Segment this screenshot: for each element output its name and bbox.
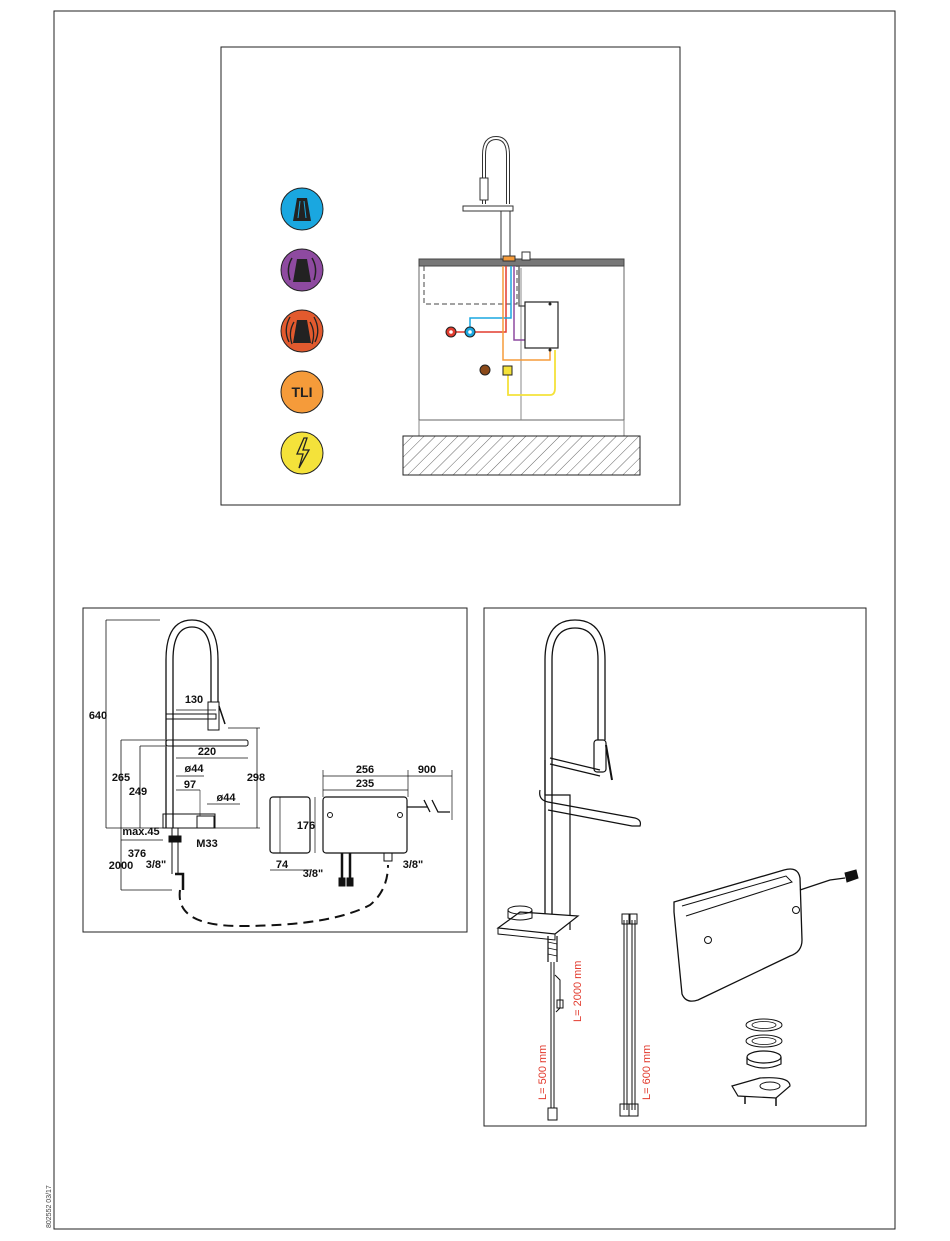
floor-hatched — [403, 436, 640, 475]
dimension-panel — [83, 608, 467, 932]
dim-249: 249 — [129, 786, 147, 798]
dim-376: 376 — [128, 848, 146, 860]
legend: TLI — [281, 188, 323, 474]
dim-diameter-44-top: ø44 — [185, 763, 205, 775]
dim-640: 640 — [89, 710, 107, 722]
installation-scene — [403, 138, 640, 475]
dim-256: 256 — [356, 764, 374, 776]
dim-74: 74 — [276, 859, 289, 871]
power-socket — [503, 366, 512, 375]
document-code: 802552 03/17 — [46, 1185, 53, 1228]
tli-icon: TLI — [281, 371, 323, 413]
dim-3-8-inch-heater-right: 3/8" — [403, 859, 424, 871]
dim-97: 97 — [184, 779, 196, 791]
dim-265: 265 — [112, 772, 130, 784]
faucet-small — [463, 138, 530, 261]
hose-length-600: L= 600 mm — [641, 1045, 653, 1100]
dim-235: 235 — [356, 778, 374, 790]
dim-298: 298 — [247, 772, 265, 784]
dimension-drawing — [106, 620, 452, 926]
dim-m33: M33 — [196, 838, 217, 850]
cable-length-2000: L= 2000 mm — [572, 961, 584, 1022]
dim-max-45: max.45 — [122, 826, 159, 838]
hose-length-500: L= 500 mm — [537, 1045, 549, 1100]
hot-water-icon — [281, 310, 323, 352]
tli-label: TLI — [292, 384, 313, 400]
dim-diameter-44-bottom: ø44 — [217, 792, 237, 804]
dim-220: 220 — [198, 746, 216, 758]
water-heater-small — [525, 302, 558, 348]
dim-3-8-inch-faucet: 3/8" — [146, 859, 167, 871]
drain-point — [480, 365, 490, 375]
cold-water-icon — [281, 188, 323, 230]
electric-icon — [281, 432, 323, 474]
warm-water-icon — [281, 249, 323, 291]
dim-130: 130 — [185, 694, 203, 706]
dim-2000: 2000 — [109, 860, 133, 872]
dim-3-8-inch-heater-left: 3/8" — [303, 868, 324, 880]
dim-900: 900 — [418, 764, 436, 776]
parts-drawing — [498, 620, 858, 1120]
dim-176: 176 — [297, 820, 315, 832]
